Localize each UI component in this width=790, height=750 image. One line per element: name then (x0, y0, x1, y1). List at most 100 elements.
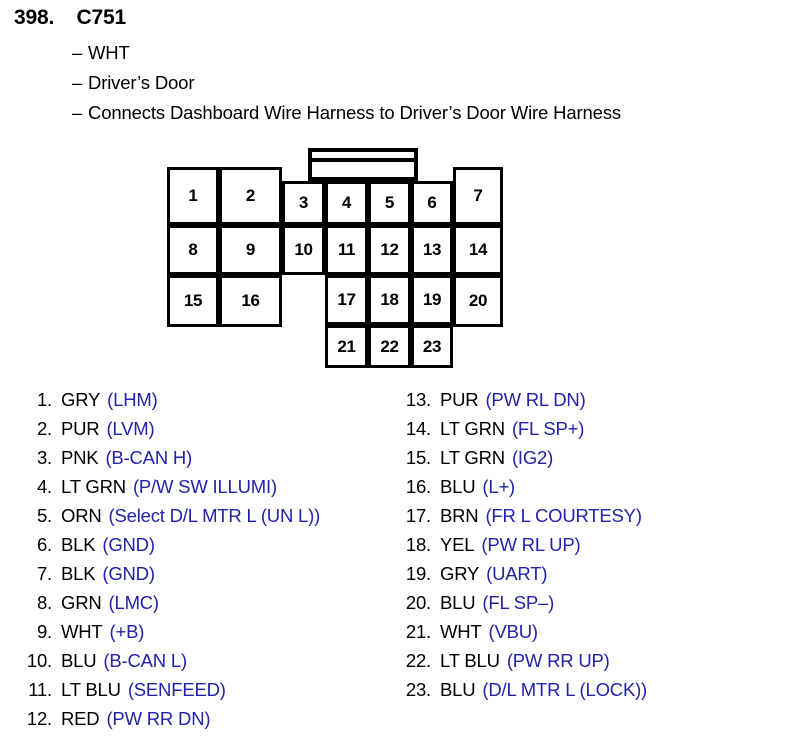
pin-wire-color: BLU (440, 679, 476, 700)
pin-number: 15. (405, 447, 431, 468)
pin-cell-label: 16 (241, 291, 260, 310)
detail-line-location: –Driver’s Door (72, 72, 194, 94)
pin-cell-6: 6 (411, 181, 453, 225)
pin-wire-color: YEL (440, 534, 475, 555)
pin-list-item: 9. WHT (+B) (18, 617, 388, 646)
pin-cell-17: 17 (325, 275, 368, 325)
pin-cell-label: 8 (188, 240, 198, 259)
pin-cell-label: 18 (380, 290, 399, 309)
pin-cell-label: 5 (384, 193, 395, 212)
pin-cell-label: 20 (468, 291, 488, 310)
pin-cell-16: 16 (219, 275, 282, 327)
pin-wire-color: BLU (440, 476, 476, 497)
pin-circuit-description: (SENFEED) (127, 679, 226, 700)
pin-cell-label: 6 (427, 193, 437, 212)
pin-cell-21: 21 (325, 325, 368, 368)
pin-circuit-description: (GND) (102, 563, 155, 584)
pin-list-item: 5. ORN (Select D/L MTR L (UN L)) (18, 501, 388, 530)
pin-circuit-description: (B-CAN H) (105, 447, 193, 468)
pin-cell-22: 22 (368, 325, 411, 368)
pin-circuit-description: (PW RR UP) (506, 650, 610, 671)
pin-circuit-description: (P/W SW ILLUMI) (132, 476, 277, 497)
pin-wire-color: RED (61, 708, 100, 729)
pin-circuit-description: (PW RL DN) (485, 389, 586, 410)
pin-cell-13: 13 (411, 225, 453, 275)
pin-circuit-description: (LMC) (108, 592, 160, 613)
pin-cell-label: 21 (337, 336, 356, 356)
pin-cell-label: 14 (468, 240, 488, 259)
pin-cell-1: 1 (167, 167, 219, 225)
pin-cell-label: 22 (380, 336, 399, 356)
pin-circuit-description: (PW RR DN) (106, 708, 211, 729)
pin-number: 16. (405, 476, 431, 497)
pin-number: 6. (36, 534, 52, 555)
dash-glyph: – (72, 42, 83, 63)
pin-cell-label: 12 (380, 240, 399, 259)
dash-glyph: – (72, 72, 83, 93)
pin-number: 22. (405, 650, 431, 671)
pin-circuit-description: (L+) (482, 476, 516, 497)
dash-glyph: – (72, 102, 83, 123)
pin-number: 18. (405, 534, 431, 555)
pin-circuit-description: (+B) (109, 621, 145, 642)
pin-list-item: 12. RED (PW RR DN) (18, 704, 388, 733)
pin-list-item: 19. GRY (UART) (397, 559, 777, 588)
pin-circuit-description: (Select D/L MTR L (UN L)) (108, 505, 321, 526)
pin-wire-color: WHT (61, 621, 103, 642)
pin-cell-19: 19 (411, 275, 453, 325)
pin-cell-label: 10 (294, 240, 313, 259)
pin-cell-label: 11 (337, 240, 356, 259)
pin-circuit-description: (LVM) (106, 418, 155, 439)
pin-cell-23: 23 (411, 325, 453, 368)
pin-number: 20. (405, 592, 431, 613)
pin-list-item: 15.LT GRN(IG2) (397, 443, 777, 472)
pin-list-item: 1.GRY(LHM) (18, 385, 388, 414)
pin-circuit-description: (FL SP–) (482, 592, 555, 613)
pin-wire-color: BRN (440, 505, 479, 526)
pin-cell-label: 7 (473, 186, 483, 205)
pin-number: 5. (36, 505, 52, 526)
pin-cell-11: 11 (325, 225, 368, 275)
pin-cell-label: 9 (245, 240, 256, 259)
pin-circuit-description: (GND) (102, 534, 155, 555)
pin-number: 2. (36, 418, 52, 439)
pin-wire-color: ORN (61, 505, 102, 526)
pin-list-item: 3.PNK(B-CAN H) (18, 443, 388, 472)
pin-circuit-description: (FR L COURTESY) (485, 505, 642, 526)
pin-number: 4. (36, 476, 52, 497)
pin-circuit-description: (LHM) (107, 389, 158, 410)
pin-number: 19. (405, 563, 431, 584)
pin-wire-color: WHT (440, 621, 482, 642)
detail-text: Connects Dashboard Wire Harness to Drive… (88, 102, 622, 123)
pin-cell-10: 10 (282, 225, 325, 275)
pin-wire-color: LT GRN (61, 476, 126, 497)
connector-id: C751 (76, 6, 127, 29)
pin-circuit-description: (D/L MTR L (LOCK)) (482, 679, 648, 700)
pin-cell-label: 4 (341, 193, 352, 212)
pin-cell-3: 3 (282, 181, 325, 225)
pin-column-right: 13.PUR(PW RL DN)14.LT GRN(FL SP+)15.LT G… (397, 385, 777, 704)
pin-wire-color: GRY (440, 563, 480, 584)
pin-cell-label: 2 (245, 186, 256, 205)
pin-circuit-description: (VBU) (488, 621, 539, 642)
pin-list-item: 6.BLK(GND) (18, 530, 388, 559)
pin-number: 12. (26, 708, 52, 729)
pin-cell-4: 4 (325, 181, 368, 225)
pin-cell-9: 9 (219, 225, 282, 275)
pin-wire-color: BLK (61, 563, 96, 584)
pin-number: 9. (36, 621, 52, 642)
pin-circuit-description: (UART) (486, 563, 548, 584)
pin-assignment-list: 1.GRY(LHM)2.PUR(LVM)3.PNK(B-CAN H)4.LT G… (0, 385, 790, 750)
detail-line-connects: –Connects Dashboard Wire Harness to Driv… (72, 102, 621, 124)
pin-column-left: 1.GRY(LHM)2.PUR(LVM)3.PNK(B-CAN H)4.LT G… (18, 385, 388, 733)
pin-wire-color: LT BLU (440, 650, 500, 671)
pin-cell-5: 5 (368, 181, 411, 225)
pin-wire-color: PUR (61, 418, 100, 439)
pin-list-item: 18.YEL(PW RL UP) (397, 530, 777, 559)
pin-cell-label: 17 (337, 290, 356, 309)
pin-cell-7: 7 (453, 167, 503, 225)
pin-number: 21. (405, 621, 431, 642)
pin-number: 17. (405, 505, 431, 526)
pin-wire-color: PNK (61, 447, 99, 468)
